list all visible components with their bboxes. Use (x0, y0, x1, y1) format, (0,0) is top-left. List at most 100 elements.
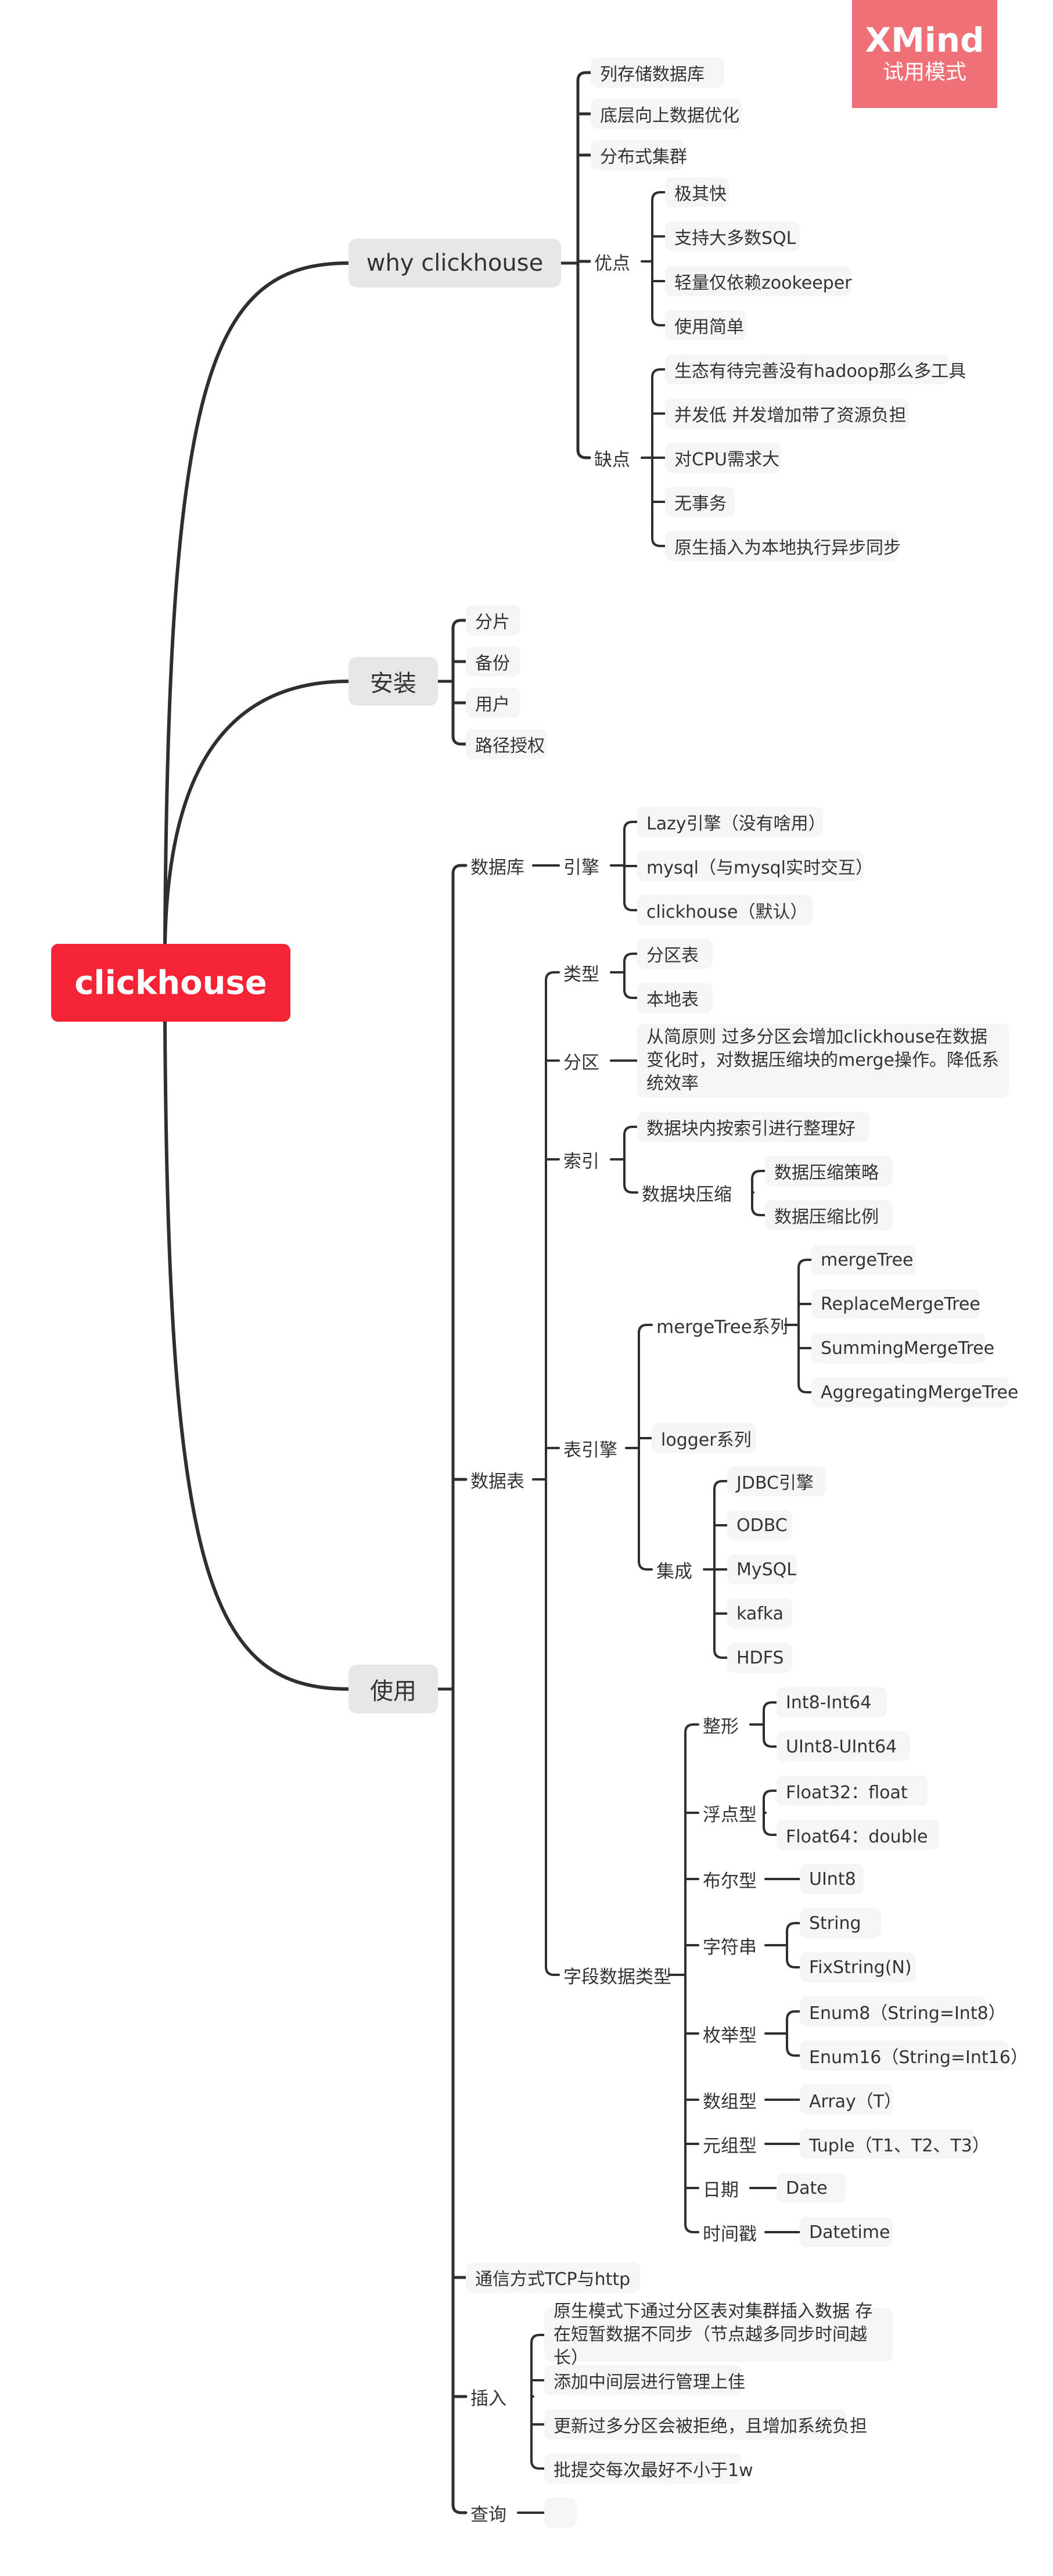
topic-2-2[interactable]: 通信方式TCP与http (466, 2262, 640, 2293)
topic-2-1-3-0-0[interactable]: mergeTree (811, 1245, 916, 1275)
topic-0-3-3[interactable]: 使用简单 (665, 310, 746, 340)
topic-0-2[interactable]: 分布式集群 (591, 140, 687, 170)
topic-2-1-3-2-3[interactable]: kafka (727, 1598, 792, 1629)
topic-2-3-3[interactable]: 批提交每次最好不小于1w (544, 2453, 753, 2484)
topic-0-3[interactable]: 优点 (590, 246, 642, 276)
topic-0-4-3[interactable]: 无事务 (665, 487, 735, 517)
topic-2-4[interactable]: 查询 (466, 2498, 518, 2528)
topic-1-1[interactable]: 备份 (466, 646, 520, 677)
topic-2-1-1[interactable]: 分区 (559, 1046, 611, 1076)
main-topic-why-clickhouse[interactable]: why clickhouse (348, 239, 561, 288)
connector-line (763, 1701, 778, 1712)
topic-2-3[interactable]: 插入 (466, 2381, 533, 2412)
topic-2-1-4-3[interactable]: 字符串 (698, 1930, 766, 1960)
topic-label: 原生模式下通过分区表对集群插入数据 存在短暂数据不同步（节点越多同步时间越长） (554, 2301, 873, 2368)
topic-2-1-4-5[interactable]: 数组型 (698, 2085, 766, 2115)
topic-label: 元组型 (703, 2135, 757, 2157)
topic-0-0[interactable]: 列存储数据库 (591, 58, 724, 88)
topic-1-0[interactable]: 分片 (466, 605, 520, 635)
topic-2-1[interactable]: 数据表 (466, 1464, 533, 1494)
topic-label: HDFS (736, 1647, 784, 1668)
topic-2-1-4-1[interactable]: 浮点型 (698, 1798, 766, 1828)
topic-2-4-0[interactable] (544, 2498, 577, 2528)
topic-2-1-2-1-1[interactable]: 数据压缩比例 (765, 1200, 893, 1230)
topic-0-3-1[interactable]: 支持大多数SQL (665, 221, 800, 252)
topic-label: 数据压缩比例 (774, 1207, 879, 1227)
topic-2-1-2-1[interactable]: 数据块压缩 (637, 1177, 753, 1208)
topic-2-1-1-0[interactable]: 从简原则 过多分区会增加clickhouse在数据变化时，对数据压缩块的merg… (637, 1023, 1009, 1098)
topic-2-1-4-1-0[interactable]: Float32：float (777, 1776, 928, 1806)
topic-2-1-2-1-0[interactable]: 数据压缩策略 (765, 1156, 893, 1186)
topic-2-0-0-0[interactable]: Lazy引擎（没有啥用） (637, 807, 826, 837)
topic-label: mysql（与mysql实时交互） (646, 858, 873, 878)
topic-2-3-1[interactable]: 添加中间层进行管理上佳 (544, 2365, 745, 2395)
topic-2-1-3-2[interactable]: 集成 (652, 1554, 704, 1585)
topic-2-1-3-2-4[interactable]: HDFS (727, 1643, 792, 1673)
root-topic[interactable]: clickhouse (51, 944, 290, 1022)
connector-line (623, 1183, 638, 1194)
topic-label: ODBC (736, 1515, 788, 1536)
topic-2-1-4-4[interactable]: 枚举型 (698, 2018, 766, 2049)
topic-2-3-0[interactable]: 原生模式下通过分区表对集群插入数据 存在短暂数据不同步（节点越多同步时间越长） (544, 2301, 893, 2368)
topic-0-4-2[interactable]: 对CPU需求大 (665, 443, 781, 473)
topic-2-1-4-2[interactable]: 布尔型 (698, 1864, 766, 1894)
connector-line (623, 821, 638, 831)
topic-0-3-0[interactable]: 极其快 (665, 177, 729, 207)
topic-2-1-4-3-0[interactable]: String (800, 1908, 881, 1938)
topic-2-0[interactable]: 数据库 (466, 850, 533, 881)
main-topic-install[interactable]: 安装 (348, 657, 438, 706)
topic-2-1-4-7-0[interactable]: Date (777, 2173, 846, 2203)
topic-2-3-2[interactable]: 更新过多分区会被拒绝，且增加系统负担 (544, 2409, 867, 2440)
topic-2-1-4-0-0[interactable]: Int8-Int64 (777, 1687, 887, 1718)
topic-2-1-4-6[interactable]: 元组型 (698, 2129, 766, 2159)
topic-2-1-3-0-2[interactable]: SummingMergeTree (811, 1333, 994, 1363)
topic-2-1-4-0-1[interactable]: UInt8-UInt64 (777, 1731, 910, 1762)
topic-2-1-0[interactable]: 类型 (559, 957, 611, 987)
topic-label: mergeTree (821, 1249, 914, 1270)
topic-2-1-3-0-1[interactable]: ReplaceMergeTree (811, 1289, 980, 1319)
topic-0-4-0[interactable]: 生态有待完善没有hadoop那么多工具 (665, 354, 966, 385)
topic-label: ReplaceMergeTree (821, 1294, 980, 1314)
topic-2-1-4-7[interactable]: 日期 (698, 2173, 750, 2203)
topic-2-1-4-0[interactable]: 整形 (698, 1709, 750, 1740)
topic-2-1-2[interactable]: 索引 (559, 1144, 611, 1174)
topic-2-1-3-2-2[interactable]: MySQL (727, 1554, 797, 1585)
topic-0-4-1[interactable]: 并发低 并发增加带了资源负担 (665, 398, 909, 429)
topic-1-2[interactable]: 用户 (466, 688, 520, 718)
topic-label: JDBC引擎 (736, 1473, 814, 1493)
topic-2-0-0[interactable]: 引擎 (559, 850, 611, 881)
topic-2-1-4-5-0[interactable]: Array（T） (800, 2085, 901, 2115)
topic-2-1-4[interactable]: 字段数据类型 (559, 1960, 671, 1990)
topic-2-1-3-2-1[interactable]: ODBC (727, 1510, 792, 1540)
topic-2-1-3-0-3[interactable]: AggregatingMergeTree (811, 1377, 1018, 1407)
topic-2-1-4-3-1[interactable]: FixString(N) (800, 1952, 916, 1982)
topic-0-4-4[interactable]: 原生插入为本地执行异步同步 (665, 531, 901, 561)
topic-2-1-4-8[interactable]: 时间戳 (698, 2217, 766, 2247)
topic-2-0-0-2[interactable]: clickhouse（默认） (637, 895, 813, 925)
connector-line (623, 1126, 638, 1136)
topic-0-3-2[interactable]: 轻量仅依赖zookeeper (665, 266, 852, 296)
connector-line (638, 1560, 653, 1571)
topic-2-1-3[interactable]: 表引擎 (559, 1433, 626, 1463)
topic-2-1-4-4-1[interactable]: Enum16（String=Int16） (800, 2040, 1028, 2071)
topic-0-1[interactable]: 底层向上数据优化 (591, 99, 742, 129)
topic-2-1-3-1[interactable]: logger系列 (652, 1423, 756, 1453)
topic-2-1-4-8-0[interactable]: Datetime (800, 2217, 893, 2247)
topic-0-4[interactable]: 缺点 (590, 443, 642, 473)
topic-label: 并发低 并发增加带了资源负担 (674, 405, 907, 426)
topic-2-0-0-1[interactable]: mysql（与mysql实时交互） (637, 851, 873, 881)
connector-line (163, 1020, 350, 1691)
topic-2-1-3-2-0[interactable]: JDBC引擎 (727, 1466, 826, 1496)
topic-2-1-2-0[interactable]: 数据块内按索引进行整理好 (637, 1112, 869, 1142)
topic-label: 用户 (475, 695, 510, 715)
topic-2-1-0-0[interactable]: 分区表 (637, 939, 713, 969)
topic-2-1-4-1-1[interactable]: Float64：double (777, 1820, 939, 1850)
topic-2-1-4-6-0[interactable]: Tuple（T1、T2、T3） (800, 2129, 990, 2159)
topic-2-1-0-1[interactable]: 本地表 (637, 983, 713, 1013)
topic-2-1-3-0[interactable]: mergeTree系列 (652, 1310, 788, 1340)
main-topic-usage[interactable]: 使用 (348, 1665, 438, 1713)
topic-label: 分布式集群 (600, 147, 687, 167)
topic-1-3[interactable]: 路径授权 (466, 729, 547, 759)
topic-2-1-4-2-0[interactable]: UInt8 (800, 1864, 864, 1894)
topic-2-1-4-4-0[interactable]: Enum8（String=Int8） (800, 1996, 1006, 2027)
